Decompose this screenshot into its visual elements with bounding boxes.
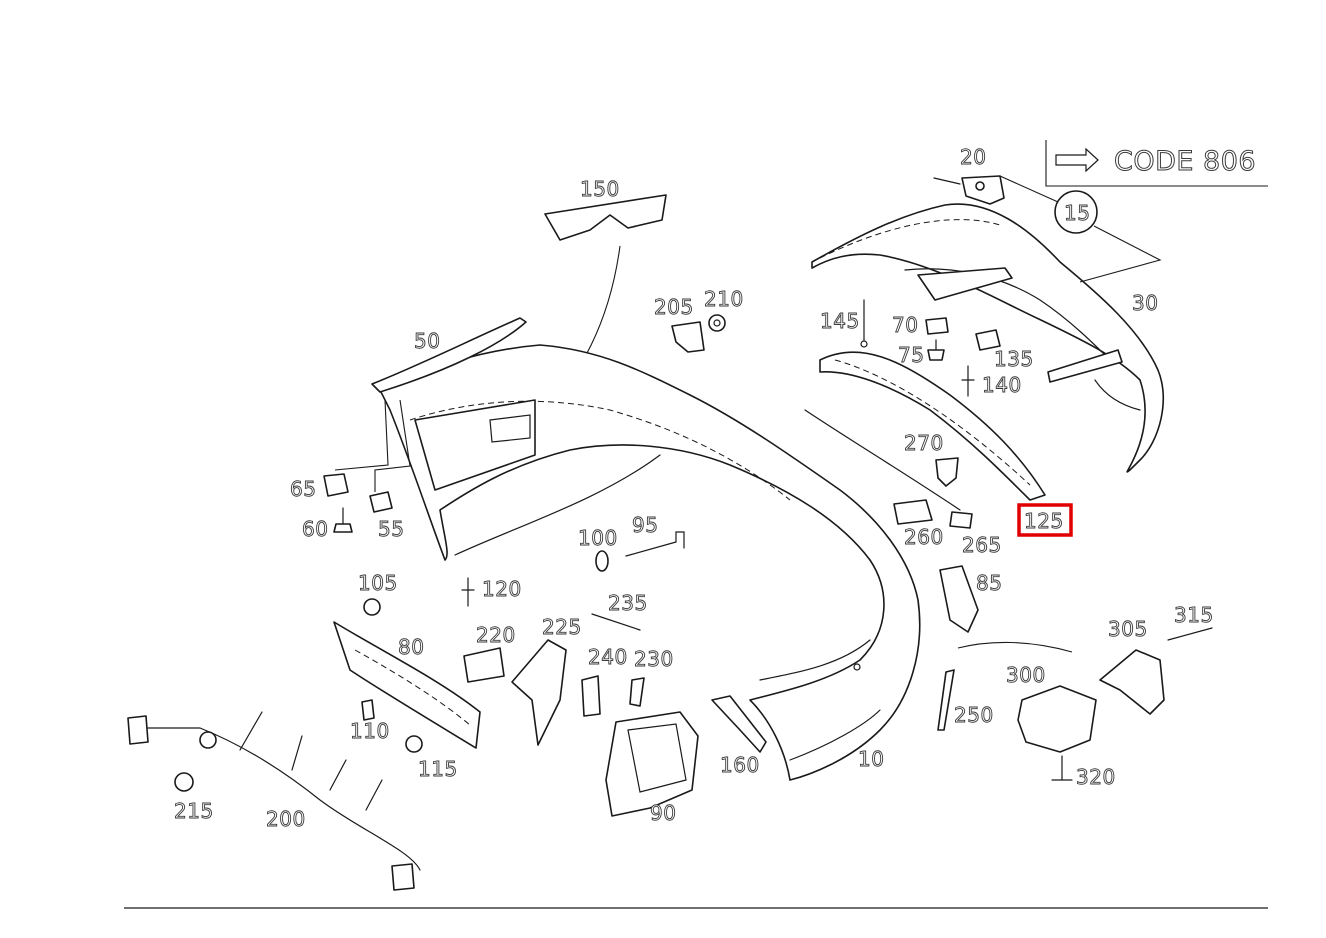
part-145-pin bbox=[860, 299, 868, 348]
code-806-label: CODE 806 bbox=[1114, 146, 1256, 177]
part-85-bracket bbox=[939, 565, 979, 633]
part-215-sensor bbox=[174, 772, 194, 792]
part-labels: 20 30 150 205 210 145 70 75 135 140 50 2… bbox=[174, 145, 1214, 832]
part-10-rear-bumper bbox=[379, 344, 921, 781]
label-140: 140 bbox=[982, 373, 1022, 397]
part-125-molding bbox=[819, 351, 1046, 501]
label-230: 230 bbox=[634, 647, 674, 671]
part-210-grommet bbox=[708, 314, 726, 332]
label-70: 70 bbox=[892, 313, 918, 337]
label-235: 235 bbox=[608, 591, 648, 615]
label-210: 210 bbox=[704, 287, 744, 311]
label-240: 240 bbox=[588, 645, 628, 669]
label-320: 320 bbox=[1076, 765, 1116, 789]
label-160: 160 bbox=[720, 753, 760, 777]
part-50-trim-strip bbox=[334, 317, 527, 492]
label-305: 305 bbox=[1108, 617, 1148, 641]
part-135-clip bbox=[975, 329, 1001, 351]
part-30-bumper-cover-code806 bbox=[811, 203, 1164, 473]
label-30: 30 bbox=[1132, 291, 1158, 315]
part-300-housing bbox=[1017, 685, 1097, 753]
label-100: 100 bbox=[578, 526, 618, 550]
label-95: 95 bbox=[632, 513, 658, 537]
part-240-holder bbox=[581, 675, 601, 717]
part-55-pushnut bbox=[369, 491, 393, 513]
highlight-box-125 bbox=[1017, 503, 1073, 537]
label-55: 55 bbox=[378, 517, 404, 541]
part-250-strip bbox=[937, 641, 1073, 731]
part-315-screw bbox=[1167, 627, 1213, 641]
label-215: 215 bbox=[174, 799, 214, 823]
label-105: 105 bbox=[358, 571, 398, 595]
part-205-bracket bbox=[671, 321, 705, 353]
part-75-rivet bbox=[927, 339, 945, 361]
label-120: 120 bbox=[482, 577, 522, 601]
part-140-screw bbox=[961, 365, 975, 397]
label-250: 250 bbox=[954, 703, 994, 727]
part-115-grommet bbox=[405, 735, 423, 753]
part-90-bracket bbox=[605, 711, 699, 817]
label-200: 200 bbox=[266, 807, 306, 831]
label-265: 265 bbox=[962, 533, 1002, 557]
label-80: 80 bbox=[398, 635, 424, 659]
part-225-bracket bbox=[511, 639, 567, 746]
part-80-carrier bbox=[333, 621, 481, 749]
part-320-screw bbox=[1051, 755, 1073, 781]
part-305-bracket bbox=[1099, 649, 1165, 715]
label-75: 75 bbox=[898, 343, 924, 367]
label-85: 85 bbox=[976, 571, 1002, 595]
label-60: 60 bbox=[302, 517, 328, 541]
label-315: 315 bbox=[1174, 603, 1214, 627]
label-270: 270 bbox=[904, 431, 944, 455]
part-65-clip bbox=[323, 473, 349, 497]
double-arrow-right-icon bbox=[1055, 147, 1099, 173]
label-90: 90 bbox=[650, 801, 676, 825]
label-20: 20 bbox=[960, 145, 986, 169]
part-110-clip bbox=[361, 699, 375, 721]
label-135: 135 bbox=[994, 347, 1034, 371]
part-235-rod bbox=[591, 613, 641, 631]
label-205: 205 bbox=[654, 295, 694, 319]
label-225: 225 bbox=[542, 615, 582, 639]
part-265-clip bbox=[949, 511, 973, 529]
callout-15-label: 15 bbox=[1064, 201, 1090, 225]
label-150: 150 bbox=[580, 177, 620, 201]
part-160-guide bbox=[711, 695, 767, 753]
label-300: 300 bbox=[1006, 663, 1046, 687]
group-callout-15: 15 bbox=[999, 175, 1162, 283]
part-260-sensor-holder bbox=[893, 499, 933, 525]
label-145: 145 bbox=[820, 309, 860, 333]
label-65: 65 bbox=[290, 477, 316, 501]
label-220: 220 bbox=[476, 623, 516, 647]
label-110: 110 bbox=[350, 719, 390, 743]
part-220-cover bbox=[463, 647, 505, 683]
label-260: 260 bbox=[904, 525, 944, 549]
part-120-screw bbox=[461, 577, 475, 607]
code-806-box: CODE 806 bbox=[1045, 140, 1268, 187]
label-125: 125 bbox=[1024, 509, 1064, 533]
part-105-nut bbox=[363, 598, 381, 616]
part-60-rivet bbox=[333, 507, 353, 533]
part-230-sensor bbox=[629, 677, 645, 707]
part-200-wiring-harness bbox=[127, 711, 421, 891]
part-20-bracket bbox=[933, 175, 1005, 205]
label-50: 50 bbox=[414, 329, 440, 353]
label-10: 10 bbox=[858, 747, 884, 771]
label-115: 115 bbox=[418, 757, 458, 781]
part-70-clip bbox=[925, 317, 949, 335]
part-270-cable bbox=[804, 409, 961, 511]
part-95-rod bbox=[625, 531, 685, 557]
part-100-plug bbox=[595, 550, 609, 572]
